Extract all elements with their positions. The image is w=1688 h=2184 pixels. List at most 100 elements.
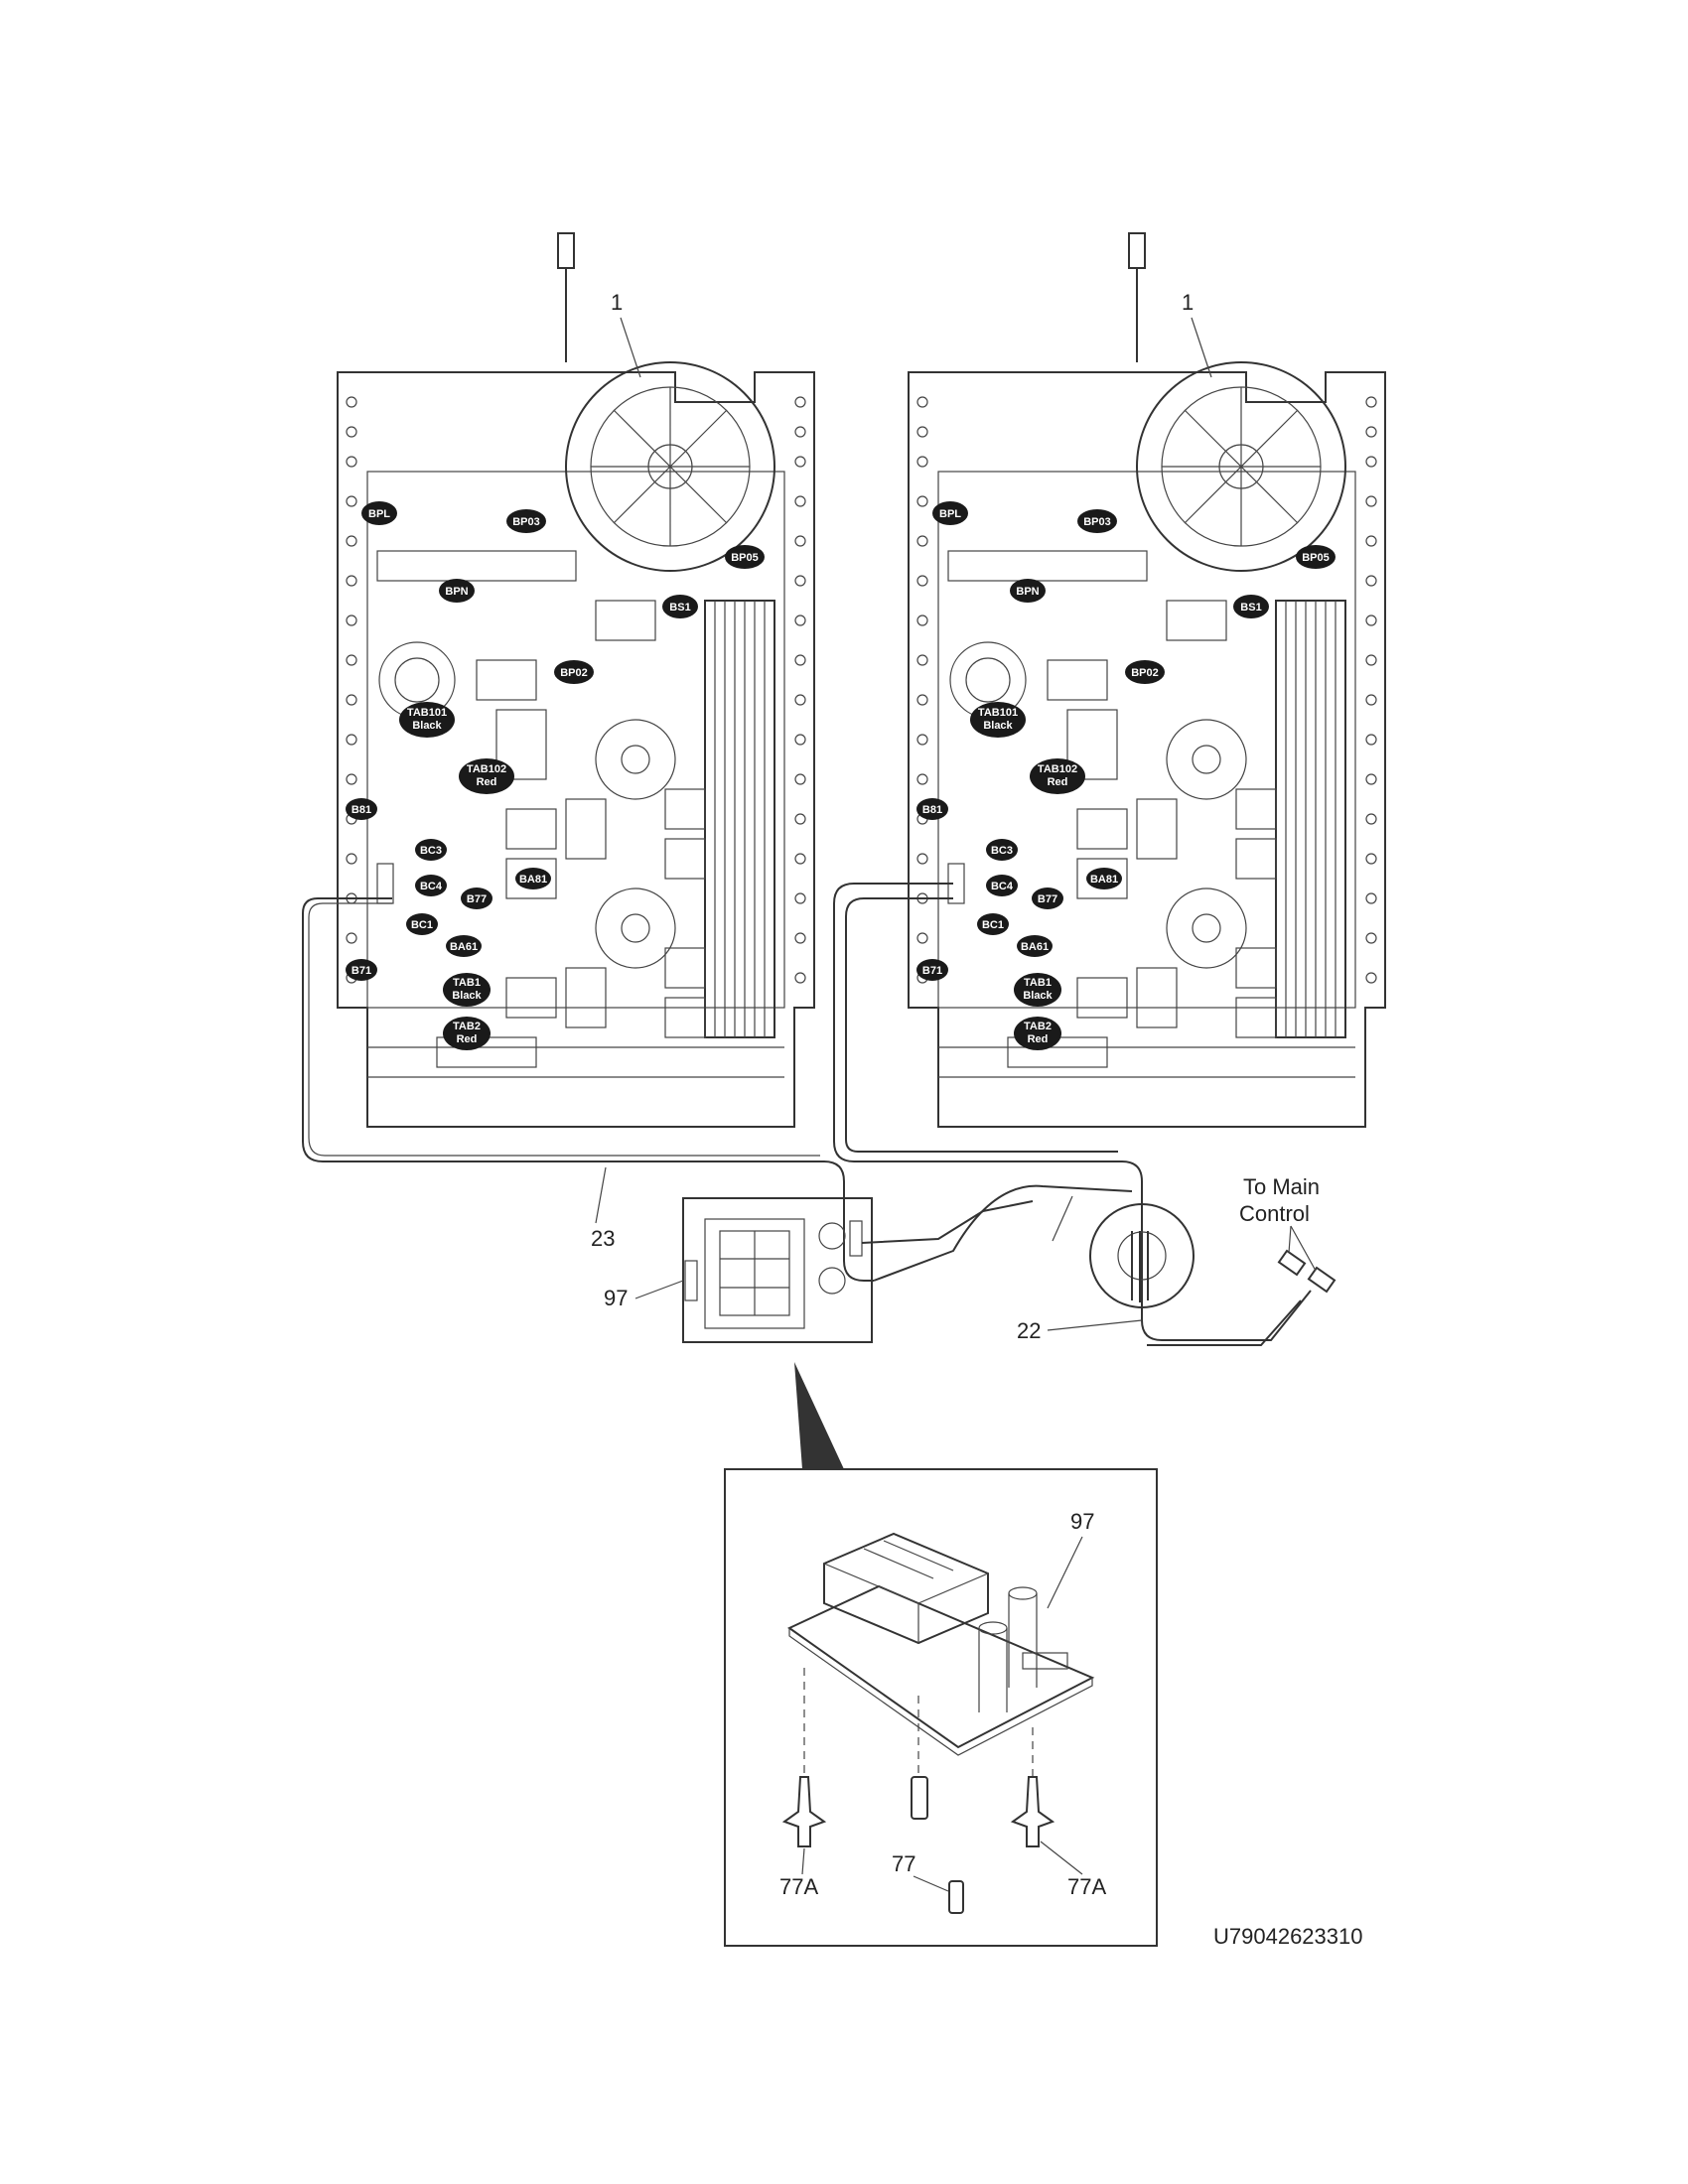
svg-text:77A: 77A: [779, 1874, 818, 1899]
tag-bp02: BP02: [1125, 660, 1165, 684]
svg-text:1: 1: [611, 290, 623, 315]
tag-ba61: BA61: [446, 935, 482, 957]
tag-b81: B81: [916, 798, 948, 820]
svg-text:Black: Black: [983, 720, 1013, 732]
power-supply-board-97: [682, 1197, 1034, 1343]
svg-text:BP02: BP02: [560, 667, 588, 679]
svg-text:Red: Red: [477, 776, 497, 788]
tag-bc4: BC4: [986, 875, 1018, 896]
svg-text:Black: Black: [452, 990, 482, 1002]
svg-text:Black: Black: [412, 720, 442, 732]
svg-text:TAB1: TAB1: [1024, 977, 1052, 989]
ferrite-core: [1089, 1203, 1195, 1308]
tag-b71: B71: [916, 959, 948, 981]
tag-bc3: BC3: [415, 839, 447, 861]
svg-text:97: 97: [604, 1286, 628, 1310]
tag-ba81: BA81: [515, 868, 551, 889]
tag-bpl: BPL: [361, 501, 397, 525]
tag-bs1: BS1: [1233, 595, 1269, 618]
tag-bs1: BS1: [662, 595, 698, 618]
svg-text:BC3: BC3: [991, 845, 1013, 857]
svg-text:BC4: BC4: [420, 881, 443, 892]
heatsink: [704, 600, 775, 1038]
svg-text:BP05: BP05: [731, 552, 759, 564]
pcb-support-77a-right: [1010, 1776, 1055, 1847]
callout-pcb-97: 97: [604, 1280, 684, 1310]
main-control-connectors: To Main Control: [1239, 1174, 1336, 1294]
svg-text:BPN: BPN: [445, 586, 468, 598]
svg-text:BC1: BC1: [411, 919, 433, 931]
svg-text:Black: Black: [1023, 990, 1053, 1002]
svg-text:BPL: BPL: [939, 508, 961, 520]
svg-text:TAB102: TAB102: [467, 763, 506, 775]
svg-text:BS1: BS1: [669, 602, 690, 614]
svg-text:77A: 77A: [1067, 1874, 1106, 1899]
cooling-fan: [565, 361, 775, 572]
tag-bpl: BPL: [932, 501, 968, 525]
detail-pointer: [794, 1362, 844, 1469]
svg-text:B77: B77: [1038, 893, 1057, 905]
tag-bc1: BC1: [977, 913, 1009, 935]
svg-text:TAB1: TAB1: [453, 977, 481, 989]
svg-text:BA81: BA81: [519, 874, 547, 886]
svg-text:BA61: BA61: [450, 941, 478, 953]
tag-bpn: BPN: [1010, 579, 1046, 603]
drawing-number: U79042623310: [1213, 1924, 1362, 1949]
tag-bp02: BP02: [554, 660, 594, 684]
callout-board-right: 1: [1182, 290, 1212, 378]
wire-harness-22: 22: [833, 883, 1312, 1346]
tag-bp03: BP03: [506, 509, 546, 533]
svg-text:B77: B77: [467, 893, 487, 905]
tag-b71: B71: [346, 959, 377, 981]
svg-text:BA81: BA81: [1090, 874, 1118, 886]
svg-text:B71: B71: [922, 965, 942, 977]
tag-bp03: BP03: [1077, 509, 1117, 533]
detail-view: 97 77A 77 77A: [724, 1468, 1158, 1947]
svg-text:BC1: BC1: [982, 919, 1004, 931]
cooling-fan: [1136, 361, 1346, 572]
svg-text:Control: Control: [1239, 1201, 1310, 1226]
svg-text:B81: B81: [922, 804, 942, 816]
svg-text:Red: Red: [1028, 1033, 1049, 1045]
capacitor: [978, 1586, 1038, 1712]
svg-text:TAB2: TAB2: [453, 1021, 481, 1032]
svg-text:1: 1: [1182, 290, 1194, 315]
svg-text:TAB101: TAB101: [407, 707, 447, 719]
svg-text:BA61: BA61: [1021, 941, 1049, 953]
svg-text:BC4: BC4: [991, 881, 1014, 892]
tag-bp05: BP05: [725, 545, 765, 569]
tag-ba81: BA81: [1086, 868, 1122, 889]
svg-text:BC3: BC3: [420, 845, 442, 857]
svg-text:TAB2: TAB2: [1024, 1021, 1052, 1032]
tag-bpn: BPN: [439, 579, 475, 603]
svg-text:BPN: BPN: [1016, 586, 1039, 598]
tag-b77: B77: [461, 887, 492, 909]
svg-text:BP03: BP03: [1083, 516, 1111, 528]
svg-text:Red: Red: [1048, 776, 1068, 788]
svg-text:To Main: To Main: [1243, 1174, 1320, 1199]
svg-text:77: 77: [892, 1851, 915, 1876]
callout-board-left: 1: [611, 290, 641, 378]
svg-text:B81: B81: [352, 804, 371, 816]
svg-text:BP02: BP02: [1131, 667, 1159, 679]
pcb-spacer-77: [911, 1776, 964, 1914]
tag-bc3: BC3: [986, 839, 1018, 861]
svg-text:BP03: BP03: [512, 516, 540, 528]
svg-text:Red: Red: [457, 1033, 478, 1045]
svg-text:TAB101: TAB101: [978, 707, 1018, 719]
svg-text:TAB102: TAB102: [1038, 763, 1077, 775]
tag-ba61: BA61: [1017, 935, 1053, 957]
tag-bp05: BP05: [1296, 545, 1336, 569]
tag-b81: B81: [346, 798, 377, 820]
wire-harness-23: 23: [302, 897, 874, 1282]
